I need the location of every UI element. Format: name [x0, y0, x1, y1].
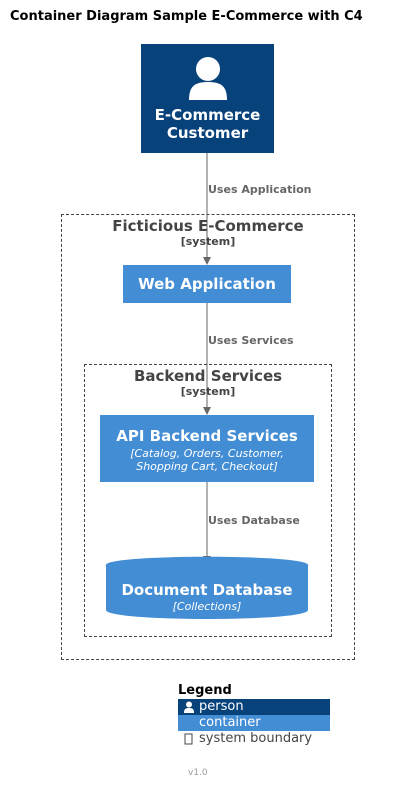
database-cylinder[interactable]	[104, 555, 310, 621]
edge-label-uses-services: Uses Services	[208, 334, 294, 347]
backend-boundary-type: [system]	[180, 385, 236, 398]
edge-label-uses-application: Uses Application	[208, 183, 312, 196]
system-boundary-type: [system]	[180, 235, 236, 248]
legend-item-system-boundary: system boundary	[178, 731, 330, 747]
api-backend-name: API Backend Services	[116, 427, 298, 445]
legend: Legend person container system boundary	[178, 683, 330, 747]
backend-boundary-title: Backend Services	[133, 367, 283, 385]
legend-label-container: container	[199, 715, 261, 730]
legend-item-person: person	[178, 699, 330, 715]
legend-label-person: person	[199, 699, 244, 714]
document-database-tech: [Collections]	[172, 600, 242, 613]
edge-label-uses-database: Uses Database	[208, 514, 300, 527]
system-boundary-ficticious-ecommerce: Ficticious E-Commerce [system]	[61, 214, 355, 660]
document-database-name: Document Database	[121, 581, 293, 599]
legend-title: Legend	[178, 683, 232, 698]
container-web-application[interactable]: Web Application	[123, 265, 291, 303]
web-application-name: Web Application	[138, 275, 276, 293]
version-label: v1.0	[188, 768, 208, 778]
legend-item-container: container	[178, 715, 330, 731]
system-boundary-backend-services: Backend Services [system]	[84, 364, 332, 637]
person-name-line1: E-Commerce	[154, 106, 261, 124]
person-icon	[184, 701, 194, 713]
diagram-title: Container Diagram Sample E-Commerce with…	[10, 9, 363, 24]
container-api-backend-services[interactable]: API Backend Services [Catalog, Orders, C…	[100, 415, 314, 482]
legend-label-system-boundary: system boundary	[199, 731, 313, 746]
person-name-line2: Customer	[166, 124, 249, 142]
boundary-icon	[184, 733, 193, 745]
api-backend-tech-line1: [Catalog, Orders, Customer,	[130, 447, 284, 460]
person-icon	[189, 57, 227, 100]
api-backend-tech-line2: Shopping Cart, Checkout]	[136, 460, 278, 473]
system-boundary-title: Ficticious E-Commerce	[112, 217, 304, 235]
person-ecommerce-customer[interactable]: E-Commerce Customer	[141, 44, 274, 153]
